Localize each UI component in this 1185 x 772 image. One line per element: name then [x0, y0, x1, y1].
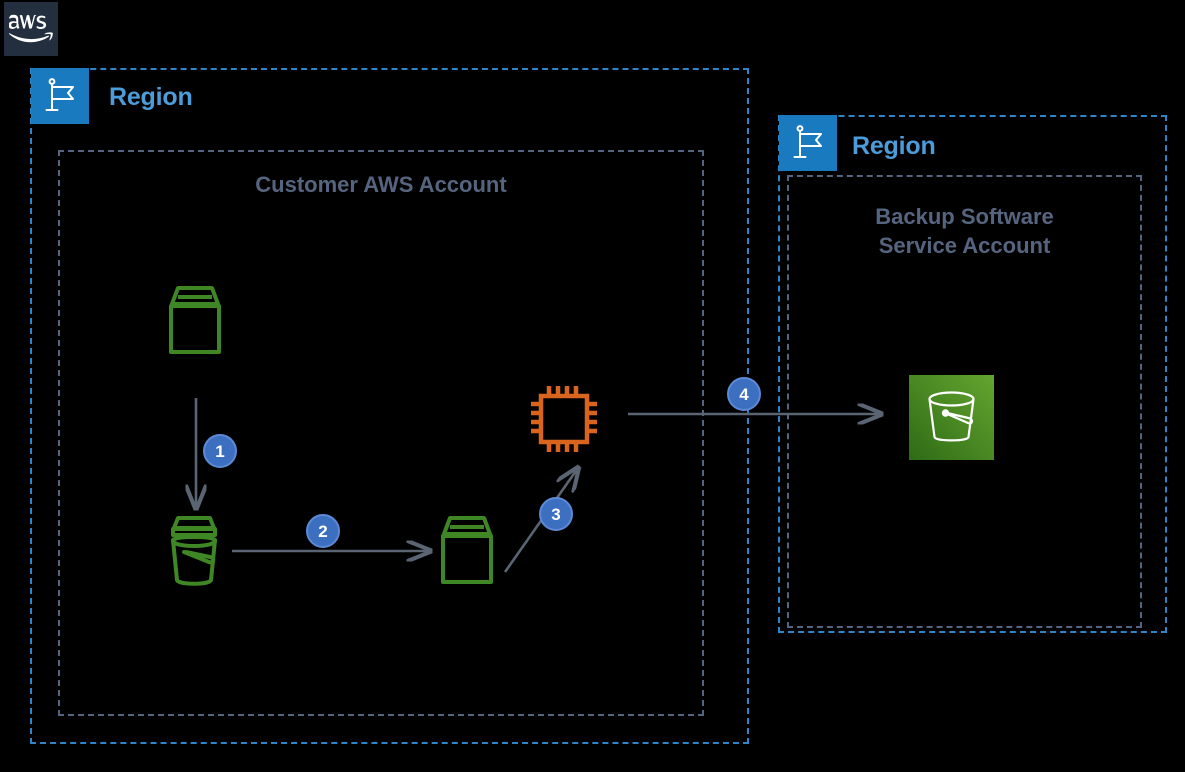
s3-bucket-remote-icon	[909, 375, 994, 460]
aws-logo	[4, 2, 58, 56]
customer-aws-account-container: Customer AWS Account	[58, 150, 704, 716]
s3-bucket-staging-icon	[436, 512, 498, 588]
step-badge-2: 2	[306, 514, 340, 548]
region-flag-icon	[793, 125, 822, 158]
customer-aws-account-title: Customer AWS Account	[255, 172, 507, 197]
region-right-container: Region	[778, 115, 1167, 633]
step-badge-1: 1	[203, 434, 237, 468]
step-badge-3: 3	[539, 497, 573, 531]
region-flag-badge-left	[31, 68, 89, 124]
aws-logo-mark	[9, 14, 53, 43]
backup-software-service-account-container: Backup Software Service Account	[787, 175, 1142, 628]
region-label-left: Region	[109, 83, 193, 111]
s3-bucket-source-icon	[164, 282, 226, 358]
step-badge-4: 4	[727, 377, 761, 411]
region-label-right: Region	[852, 132, 936, 160]
region-flag-badge-right	[779, 115, 837, 171]
s3-glacier-vault-icon	[162, 512, 226, 590]
compute-chip-icon	[524, 379, 604, 459]
backup-software-service-account-title: Backup Software Service Account	[875, 204, 1054, 258]
region-flag-icon	[45, 78, 74, 111]
